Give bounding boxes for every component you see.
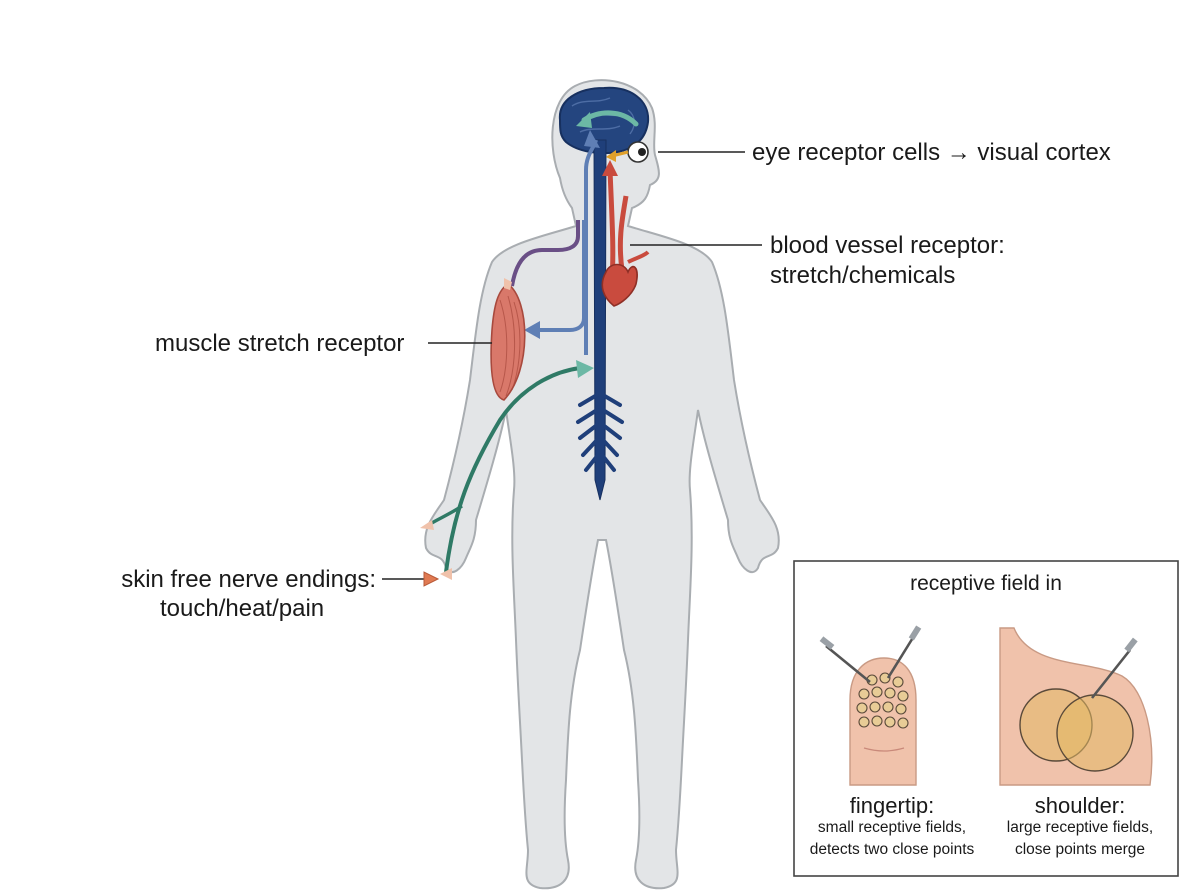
visual-pathway-arrowhead xyxy=(576,112,592,128)
vessel-artery xyxy=(607,169,616,281)
skin-receptor-label-line2: touch/heat/pain xyxy=(160,595,325,622)
vessel-arrowhead xyxy=(602,160,618,176)
fingertip-caption-line2: detects two close points xyxy=(809,841,975,858)
skin-nerve-arrowhead xyxy=(576,360,594,378)
brain xyxy=(558,86,650,155)
muscle-afferent-arrowhead xyxy=(584,130,600,148)
shoulder-heading: shoulder: xyxy=(1034,793,1126,818)
sensory-pathway-purple xyxy=(510,220,580,287)
muscle xyxy=(490,278,526,401)
brain-folds xyxy=(571,97,635,135)
skin-receptor-label-line1: skin free nerve endings: xyxy=(121,566,376,593)
muscle-receptor-label: muscle stretch receptor xyxy=(155,330,405,357)
fingertip-receptive-fields xyxy=(856,672,909,729)
skin-afferent-pathway xyxy=(420,360,594,580)
muscle-efferent-line xyxy=(536,220,586,332)
eye xyxy=(606,141,649,163)
fingertip-probes xyxy=(825,635,916,684)
inset-title: receptive field in xyxy=(910,572,1062,595)
muscle-belly xyxy=(490,283,526,401)
probe-handle-right xyxy=(908,625,922,641)
muscle-afferent-pathway xyxy=(524,130,600,355)
fingertip-illustration xyxy=(819,625,922,786)
receptive-field-inset xyxy=(793,560,1179,877)
skin-nerve-line xyxy=(444,366,581,573)
blood-vessel-label-line2: stretch/chemicals xyxy=(770,262,956,289)
muscle-fibers xyxy=(499,295,521,397)
spinal-cord-main xyxy=(593,139,607,501)
cauda-equina xyxy=(576,393,624,472)
leader-lines xyxy=(382,151,762,580)
muscle-tendon xyxy=(504,278,512,290)
vessel-branch-right xyxy=(627,250,650,264)
fingertip-heading: fingertip: xyxy=(849,793,935,818)
shoulder-caption-line1: large receptive fields, xyxy=(1006,819,1154,836)
optic-arrowhead xyxy=(606,150,616,162)
heart xyxy=(601,263,638,307)
skin-nerve-branch xyxy=(429,504,463,526)
skin-leader-arrowhead xyxy=(423,571,440,587)
skin-nerve-ending-hand xyxy=(440,568,452,580)
shoulder-caption-line2: close points merge xyxy=(1014,841,1146,858)
probe-handle-left xyxy=(819,636,835,650)
vessel-branch xyxy=(617,195,629,271)
shoulder-field-right xyxy=(1056,694,1134,772)
muscle-efferent-arrowhead xyxy=(524,321,540,339)
blood-vessel-label-line1: blood vessel receptor: xyxy=(770,232,1005,259)
cardiovascular xyxy=(601,160,650,307)
skin-nerve-ending-finger xyxy=(420,520,434,530)
brain-shape xyxy=(558,86,650,155)
eye-pupil xyxy=(638,148,646,156)
finger-crease xyxy=(863,747,905,752)
shoulder-probe xyxy=(1090,649,1132,699)
eye-receptor-label: eye receptor cells → visual cortex xyxy=(752,139,1111,166)
fingertip-caption-line1: small receptive fields, xyxy=(817,819,967,836)
shoulder-probe-handle xyxy=(1124,637,1138,653)
shoulder-illustration xyxy=(999,627,1153,786)
spinal-cord xyxy=(576,139,624,501)
